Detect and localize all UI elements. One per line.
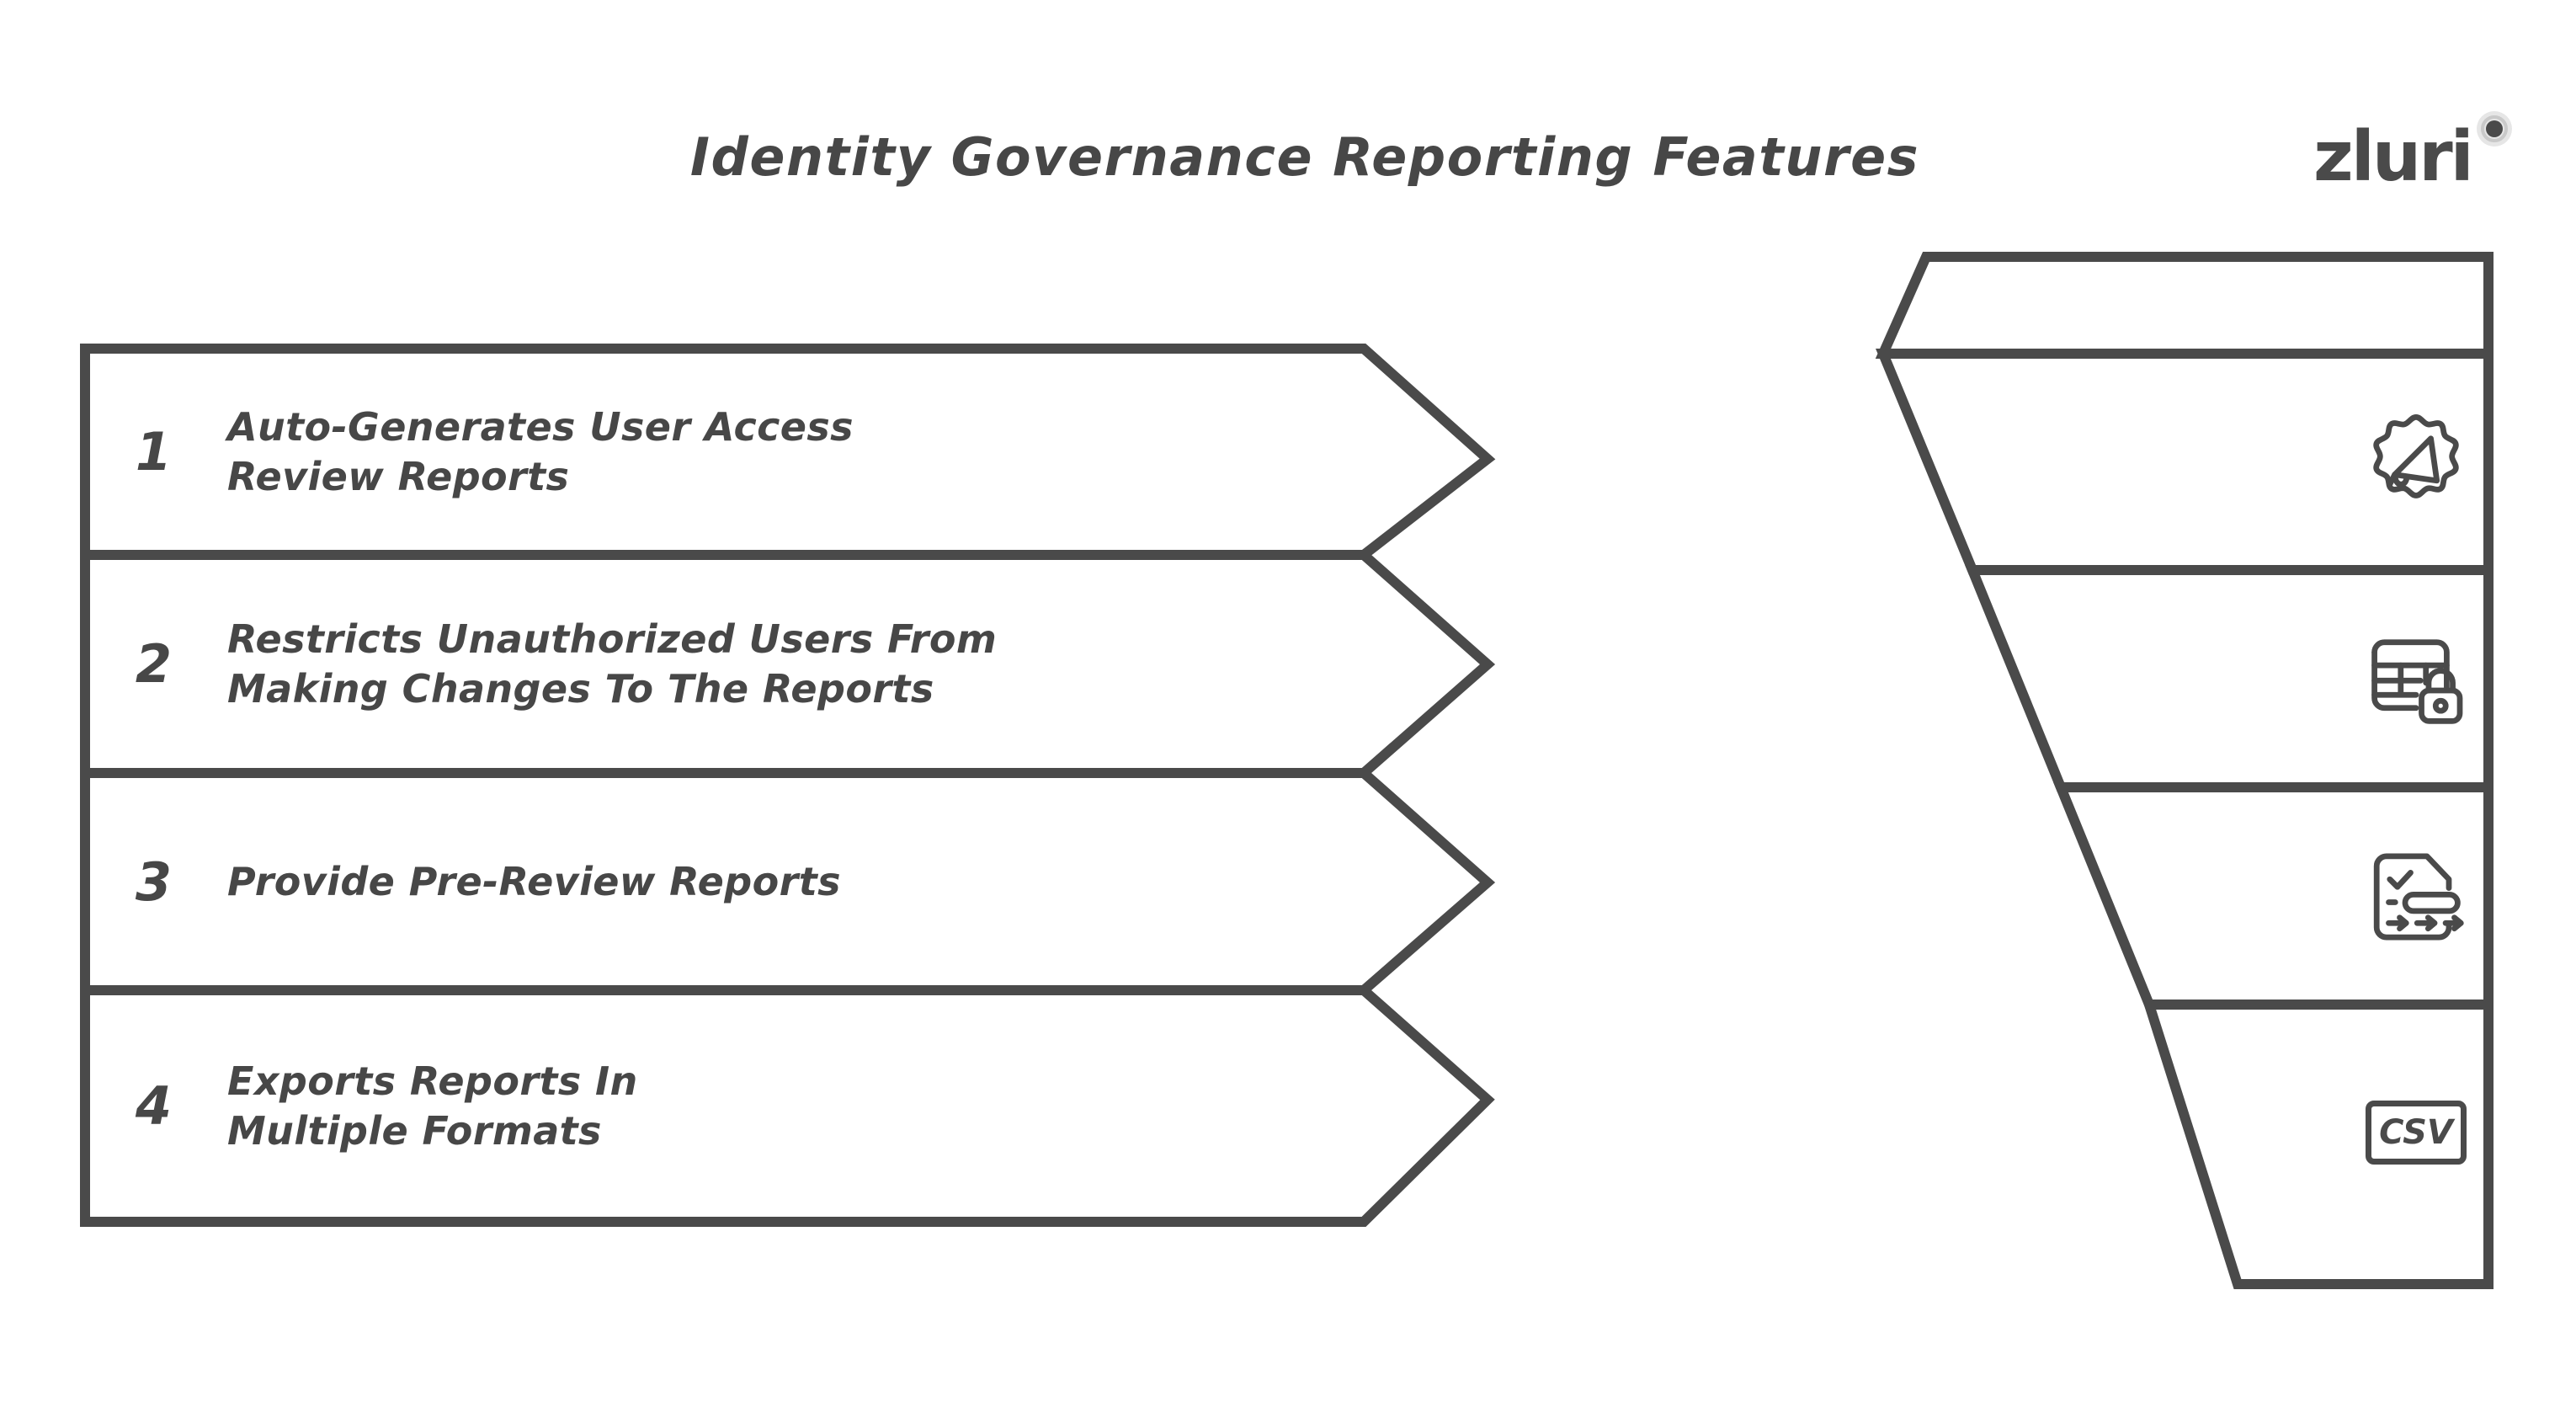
feature-row-1[interactable]: 1 Auto-Generates User Access Review Repo… — [80, 349, 1511, 555]
feature-row-3[interactable]: 3 Provide Pre-Review Reports — [80, 773, 1511, 990]
csv-file-icon: CSV — [2361, 1078, 2471, 1187]
brand-logo-text: zluri — [2313, 117, 2474, 197]
icon-ribbon-stack: CSV — [1869, 244, 2509, 1297]
csv-label: CSV — [2366, 1101, 2467, 1165]
feature-label-4: Exports Reports In Multiple Formats — [227, 1058, 638, 1154]
feature-number-1: 1 — [135, 421, 173, 482]
megaphone-badge-icon — [2361, 408, 2471, 518]
feature-row-4[interactable]: 4 Exports Reports In Multiple Formats — [80, 990, 1511, 1222]
feature-label-2: Restricts Unauthorized Users From Making… — [227, 616, 998, 712]
chevron-outlines — [80, 344, 1496, 1227]
feature-number-3: 3 — [135, 850, 173, 913]
feature-number-4: 4 — [135, 1075, 173, 1137]
table-lock-icon — [2361, 625, 2471, 734]
page-title: Identity Governance Reporting Features — [689, 126, 1920, 188]
feature-row-2[interactable]: 2 Restricts Unauthorized Users From Maki… — [80, 555, 1511, 773]
feature-label-1: Auto-Generates User Access Review Report… — [227, 403, 854, 499]
feature-chevron-list: 1 Auto-Generates User Access Review Repo… — [80, 333, 1511, 1238]
document-checklist-arrows-icon — [2361, 842, 2471, 952]
ribbon-outlines — [1875, 252, 2494, 1289]
logo-dot-icon — [2477, 111, 2512, 147]
feature-label-3: Provide Pre-Review Reports — [227, 858, 841, 904]
brand-logo: zluri — [2313, 109, 2524, 202]
feature-number-2: 2 — [135, 633, 173, 695]
